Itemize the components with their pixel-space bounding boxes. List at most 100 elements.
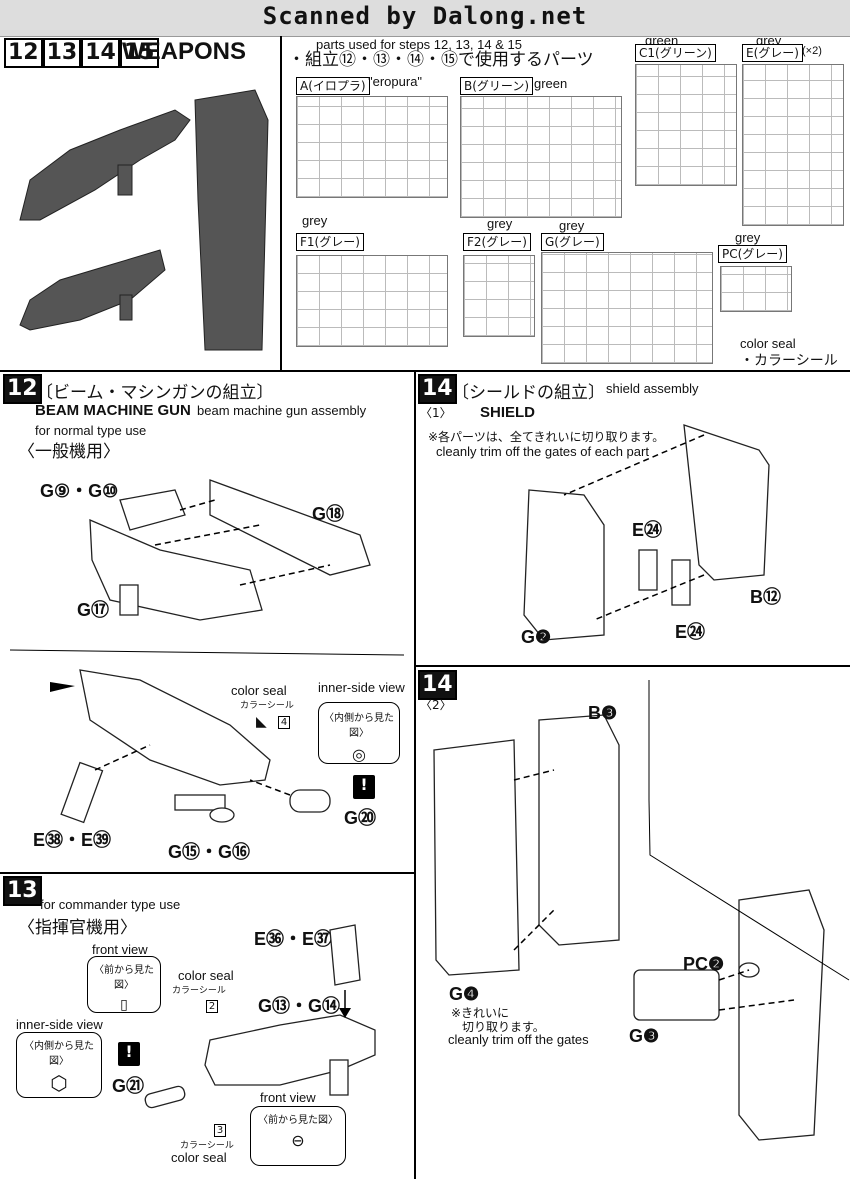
step14b-note-jp1: ※きれいに [451,1006,510,1020]
arrow-back-to-front-top [563,434,705,496]
runner-f1-sprue [296,255,448,347]
front2-slot-icon: ⊖ [291,1131,305,1150]
part-g2-shield-front [523,489,605,641]
step14b-diagram [433,680,850,1141]
beam-gun-bottom [19,249,166,331]
step12-part-g18: G⑱ [312,504,345,524]
beam-gun-top-grip [117,164,133,196]
step13-seal-jp: カラーシール [172,986,226,996]
runner-e-label: E(グレー) [742,44,803,62]
step13-seal-no-a: 2 [206,1000,218,1013]
runner-f1-en: grey [302,213,328,228]
step13-front2-jp: 〈前から見た図〉 [258,1115,338,1126]
part-g21 [144,1085,186,1109]
step14a-part-b12: B⑫ [750,587,781,607]
arrow-g20-to-gun [249,779,291,796]
mid-divider-v [414,370,416,1179]
part-e38-mag [60,761,104,824]
banner-text: Scanned by Dalong.net [262,2,588,30]
part-g15-ring [209,807,235,823]
step14b-part-b3: B❸ [588,703,618,723]
part-e24-lower [671,559,691,606]
step14b-badge: 14 [418,670,457,700]
part-g9-g10 [119,489,186,531]
step14a-note-en: cleanly trim off the gates of each part [436,444,649,459]
step13-front-en: front view [92,942,148,957]
step14a-sub-num: 〈1〉 [420,406,452,420]
part-g20 [289,789,331,813]
caution-icon: ! [353,775,375,799]
step14b-part-pc2: PC❷ [683,954,725,974]
runner-c1-sprue [635,64,737,186]
runner-a-en: "eropura" [368,74,423,89]
top-divider-h [0,370,850,372]
commander-gun [204,1014,376,1086]
step14b-part-g3: G❸ [629,1026,660,1046]
arrow-mech-to-right [718,969,750,981]
step14b-note-jp2: 切り取ります。 [462,1020,545,1034]
step14a-part-g2: G❷ [521,627,552,647]
step12-inner-en: inner-side view [318,680,405,695]
step13-front-bubble: 〈前から見た図〉 ▯ [87,956,161,1013]
step13-inner-en: inner-side view [16,1017,103,1032]
runner-pc-label: PC(グレー) [718,245,787,263]
step13-sub-en: for commander type use [40,897,181,912]
top-divider-v [280,36,282,370]
parts-caption-jp: ・組立⑫・⑬・⑭・⑮で使用するパーツ [288,50,594,70]
right-divider-h [414,665,850,667]
runner-b-en: green [534,76,568,91]
arrowhead-mag [339,1008,351,1018]
runner-b-label: B(グリーン) [460,77,533,95]
beam-gun-bottom-grip [119,294,133,321]
step14b-note-en: cleanly trim off the gates [448,1032,589,1047]
seal-icon: ◣ [256,714,267,730]
step13-inner-bubble: 〈内側から見た図〉 ⬡ [16,1032,102,1098]
runner-pc-sprue [720,266,792,312]
step13-part-g21: G㉑ [112,1076,145,1096]
step13-front2-bubble: 〈前から見た図〉 ⊖ [250,1106,346,1166]
step13-sub-jp: 〈指揮官機用〉 [18,918,137,938]
runner-e-extra: (×2) [802,45,822,57]
section-guide [648,680,850,981]
step12-part-g20: G⑳ [344,808,377,828]
step12-title-en: beam machine gun assembly [197,403,367,418]
left-divider-h [0,872,415,874]
step13-front-jp: 〈前から見た図〉 [94,965,154,991]
step12-part-g15-g16: G⑮・G⑯ [168,842,251,862]
step12-part-e38-e39: E㊳・E㊴ [33,830,112,850]
step13-inner-jp: 〈内側から見た図〉 [24,1041,94,1067]
runner-f1-label: F1(グレー) [296,233,364,251]
step-14-badge: 14 [81,38,120,68]
step12-sub-en: for normal type use [35,423,147,438]
part-e24-upper [638,549,658,591]
step13-badge: 13 [3,876,42,906]
step12-seal-en: color seal [231,683,287,698]
inner-hex-icon: ⬡ [50,1071,68,1095]
assembled-gun [79,669,271,786]
weapons-illustration [19,89,269,351]
step14a-title-en: shield assembly [606,381,699,396]
step14a-title: SHIELD [480,404,536,421]
step12-seal-no: 4 [278,716,290,729]
step13-seal-jp-b: カラーシール [180,1141,234,1151]
color-seal-en: color seal [740,336,796,351]
runner-e-sprue [742,64,844,226]
step12-inner-bubble: 〈内側から見た図〉 ◎ [318,702,400,764]
commander-gun-grip [329,1059,349,1096]
part-g3-mechanism [633,969,720,1021]
runner-f2-en: grey [487,216,513,231]
step12-badge: 12 [3,374,42,404]
runner-g-en: grey [559,218,585,233]
arrow-e38-to-gun [94,744,151,771]
step14b-part-g4: G❹ [449,984,480,1004]
step12-inner-jp: 〈内側から見た図〉 [324,713,394,739]
step14a-badge: 14 [418,374,457,404]
runner-c1-label: C1(グリーン) [635,44,716,62]
shield-illustration [194,89,269,351]
step-12-badge: 12 [4,38,43,68]
step13-part-e36-e37: E㊱・E㊲ [254,929,333,949]
step12-diagram [9,479,405,824]
step14a-part-e24-a: E㉔ [632,520,663,540]
runner-a-label: A(イロプラ) [296,77,370,95]
step12-part-g17: G⑰ [77,600,110,620]
